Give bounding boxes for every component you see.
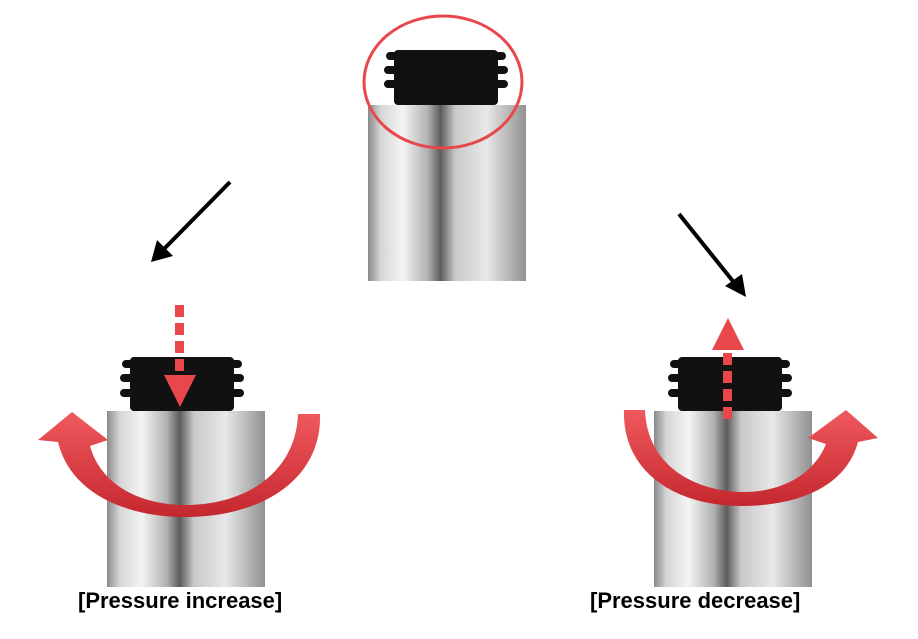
center-screw-part <box>362 14 526 281</box>
dashed-down-arrow-icon <box>164 305 196 407</box>
curved-rotate-arrow-icon <box>38 412 321 518</box>
caption-pressure-decrease: [Pressure decrease] <box>590 588 801 613</box>
dashed-up-arrow-icon <box>712 318 744 419</box>
right-screw-part <box>654 357 812 587</box>
highlight-circle-icon <box>362 14 524 150</box>
right-screw-thread <box>668 357 792 411</box>
diagonal-arrow-icon <box>677 212 746 297</box>
curved-rotate-arrow-icon <box>623 410 878 506</box>
diagonal-arrow-icon <box>151 180 232 262</box>
center-screw-thread <box>384 50 508 105</box>
caption-pressure-increase: [Pressure increase] <box>78 588 283 613</box>
